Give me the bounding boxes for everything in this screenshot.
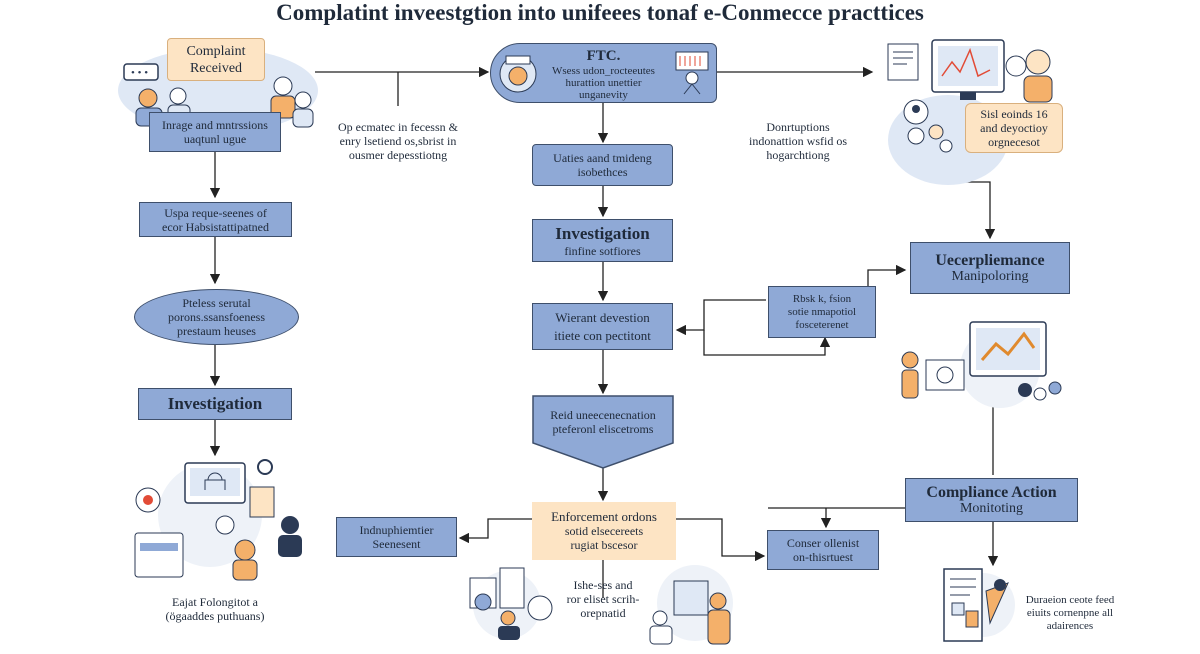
- center-box-3: Wierant devestion itiete con pectitont: [532, 303, 673, 350]
- bottom-people-boxes-icon: [649, 565, 733, 645]
- ucompliance-monitoring-box: Uecerpliemance Manipoloring: [910, 242, 1070, 294]
- ftc-inspector-icon: [499, 55, 537, 93]
- ftc-box: FTC. Wsess udon_rocteeutes hurattion une…: [490, 43, 717, 103]
- enforcement-orders-box: Enforcement ordons sotid elsecereets rug…: [532, 502, 676, 560]
- middle-left-note: Op ecmatec in fecessn &enry lsetiend os,…: [338, 120, 458, 162]
- center-pentagon-shape: [532, 395, 674, 469]
- svg-text:• • •: • • •: [131, 67, 148, 79]
- report-document-icon: [943, 568, 1015, 642]
- page-title: Complatint inveestgtion into unifeees to…: [276, 0, 924, 25]
- left-bottom-caption: Eajat Folongitot a(ögaaddes puthuans): [165, 595, 265, 623]
- bottom-left-documents-icon: [469, 567, 553, 640]
- compliance-action-monitoring-box: Compliance Action Monitoting: [905, 478, 1078, 522]
- left-investigation-box: Investigation: [138, 388, 292, 420]
- analyst-monitor-icon: [887, 39, 1053, 153]
- center-investigation-box: Investigation finfine sotfiores: [532, 219, 673, 262]
- investigation-tools-icon: [134, 459, 302, 581]
- ftc-documents-icon: [675, 51, 709, 95]
- compliance-chart-icon: [901, 321, 1062, 408]
